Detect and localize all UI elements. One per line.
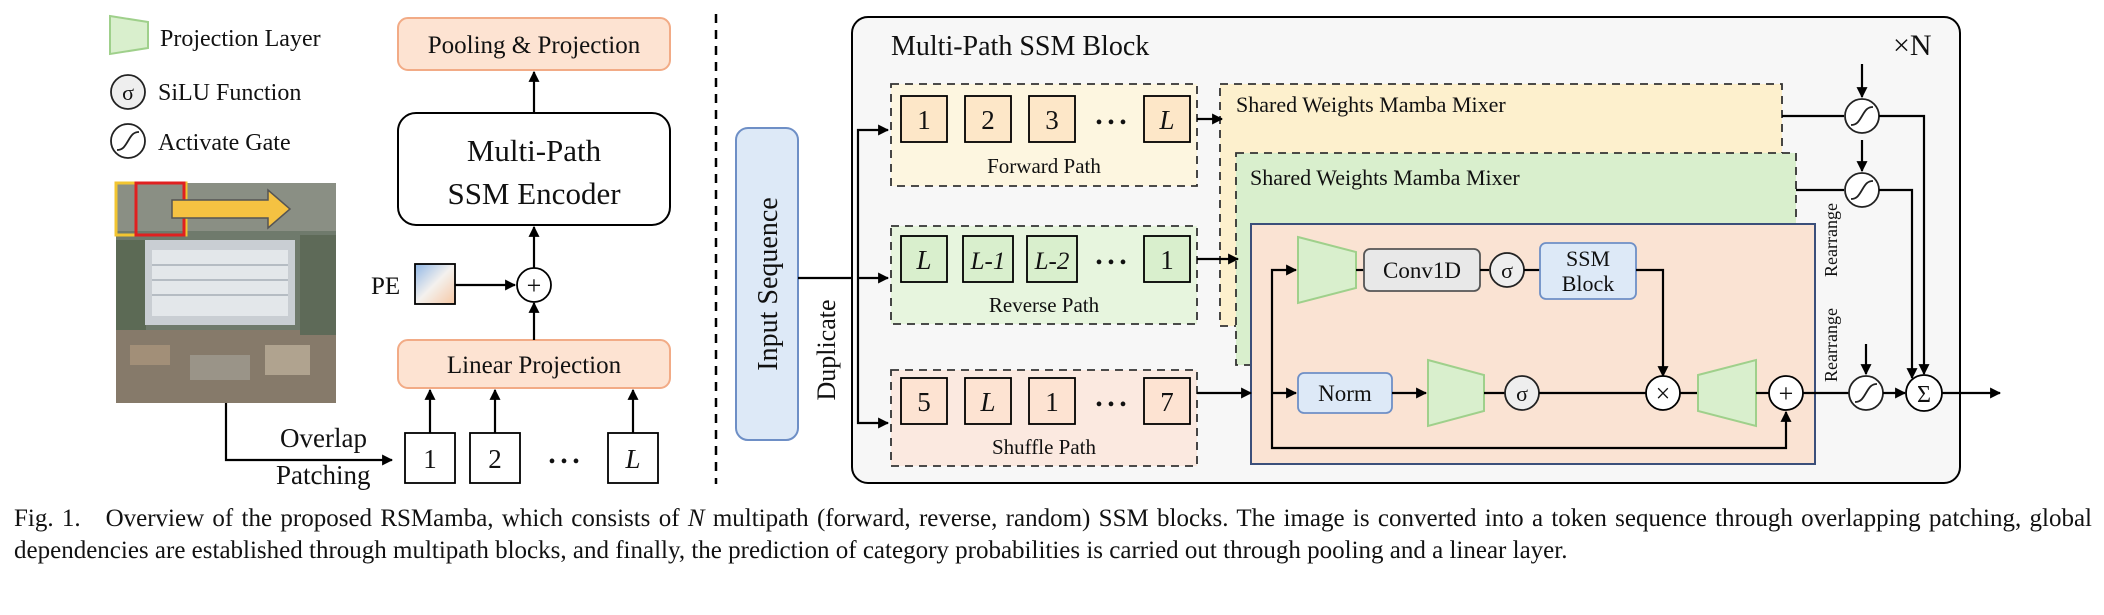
reverse-token-label: L-1 [970,248,1006,275]
gate-forward [1844,64,1880,134]
patch-tokens: 1 2 • • • L [404,432,659,484]
mixer-forward-label: Shared Weights Mamba Mixer [1236,92,1506,117]
caption-text-part2: multipath (forward, reverse, random) SSM… [14,505,2092,564]
reverse-token [1143,235,1191,283]
positional-embedding-box [414,263,456,305]
silu-icon [110,74,146,110]
patching-label: Patching [276,460,371,490]
shuffle-path-label: Shuffle Path [992,435,1097,459]
ssm-block-line2: Block [1562,271,1615,296]
conv1d-label: Conv1D [1383,258,1461,283]
linear-projection-label: Linear Projection [447,352,622,379]
input-sequence-label: Input Sequence [753,197,784,370]
shuffle-token-label: 1 [1045,387,1059,417]
shuffle-token-label: 5 [917,387,931,417]
sum-symbol: Σ [1917,382,1931,408]
bottom-projection-layer [1427,358,1485,428]
residual-add-symbol: + [1779,379,1794,408]
forward-token [964,95,1012,143]
forward-token-label: L [1158,105,1174,135]
satellite-image [114,181,336,403]
forward-token-label: 2 [981,105,995,135]
patch-token [607,432,659,484]
caption-text-part1: Overview of the proposed RSMamba, which … [105,505,688,532]
multiply-symbol: × [1656,379,1671,408]
reverse-token-label: L-2 [1034,248,1070,275]
forward-ellipsis: • • • [1095,112,1126,134]
forward-token-label: 1 [917,105,931,135]
forward-token [1143,95,1191,143]
silu-icon-symbol: σ [122,80,134,105]
caption-n: N [687,505,705,532]
forward-path: 1 2 3 • • • L Forward Path [890,83,1198,187]
repeat-n-label: ×N [1893,29,1932,62]
patch-token [469,432,521,484]
legend-activate-gate: Activate Gate [158,130,291,156]
patch-token-label: 1 [423,444,437,474]
shuffle-path: 5 L 1 • • • 7 Shuffle Path [890,369,1198,467]
legend-projection-layer: Projection Layer [160,26,321,52]
reverse-token-label: L [915,245,931,275]
projection-layer-icon [109,14,149,56]
patch-direction-arrow [171,188,292,230]
rearrange-label-top: Rearrange [1821,203,1841,277]
pe-add-symbol: + [527,271,542,300]
encoder-label-line1: Multi-Path [467,133,602,168]
patch-token-label: 2 [488,444,502,474]
shuffle-token [964,377,1012,425]
reverse-token [900,235,948,283]
figure-caption: Fig. 1. Overview of the proposed RSMamba… [14,503,2092,567]
overlap-label: Overlap [280,423,367,453]
top-projection-layer [1297,235,1357,305]
shuffle-token-label: L [979,387,995,417]
pe-label: PE [371,273,400,300]
shuffle-token [1028,377,1076,425]
reverse-ellipsis: • • • [1095,252,1126,274]
reverse-token [1026,235,1078,283]
input-sequence-box [735,127,799,441]
forward-token [900,95,948,143]
rsmamba-diagram: Projection Layer σ SiLU Function Activat… [109,14,2002,490]
reverse-token-label: 1 [1160,245,1174,275]
forward-path-label: Forward Path [987,154,1101,178]
token-ellipsis: • • • [548,451,579,473]
reverse-token [962,235,1014,283]
mixer-reverse-label: Shared Weights Mamba Mixer [1250,165,1520,190]
ssm-block-line1: SSM [1566,246,1610,271]
shuffle-token-label: 7 [1160,387,1174,417]
forward-token [1028,95,1076,143]
block-title: Multi-Path SSM Block [891,31,1149,62]
top-silu-symbol: σ [1501,258,1513,283]
bottom-silu-symbol: σ [1516,381,1528,406]
output-projection-layer [1697,358,1757,428]
legend-silu-function: SiLU Function [158,80,301,106]
patch-token-label: L [624,444,640,474]
encoder-label-line2: SSM Encoder [447,176,621,211]
shuffle-token [900,377,948,425]
duplicate-label: Duplicate [812,299,841,400]
reverse-path-label: Reverse Path [989,293,1100,317]
shuffle-ellipsis: • • • [1095,394,1126,416]
forward-token-label: 3 [1045,105,1059,135]
pooling-projection-label: Pooling & Projection [428,32,641,59]
shuffle-token [1143,377,1191,425]
caption-label: Fig. 1. [14,505,81,532]
norm-label: Norm [1318,381,1372,406]
pooling-projection-box [397,17,671,71]
reverse-path: L L-1 L-2 • • • 1 Reverse Path [890,225,1198,325]
legend: Projection Layer σ SiLU Function Activat… [109,14,321,159]
rearrange-label-bottom: Rearrange [1821,308,1841,382]
